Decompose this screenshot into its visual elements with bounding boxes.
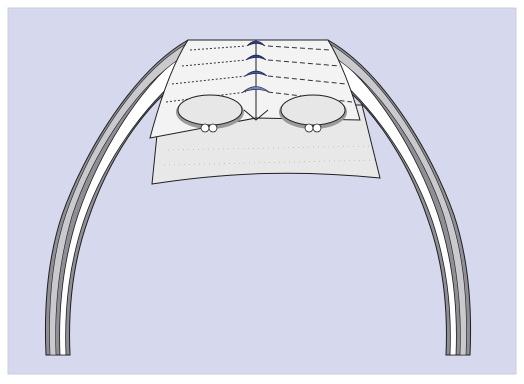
figure-frame xyxy=(0,0,524,384)
band-diagram xyxy=(0,0,524,384)
